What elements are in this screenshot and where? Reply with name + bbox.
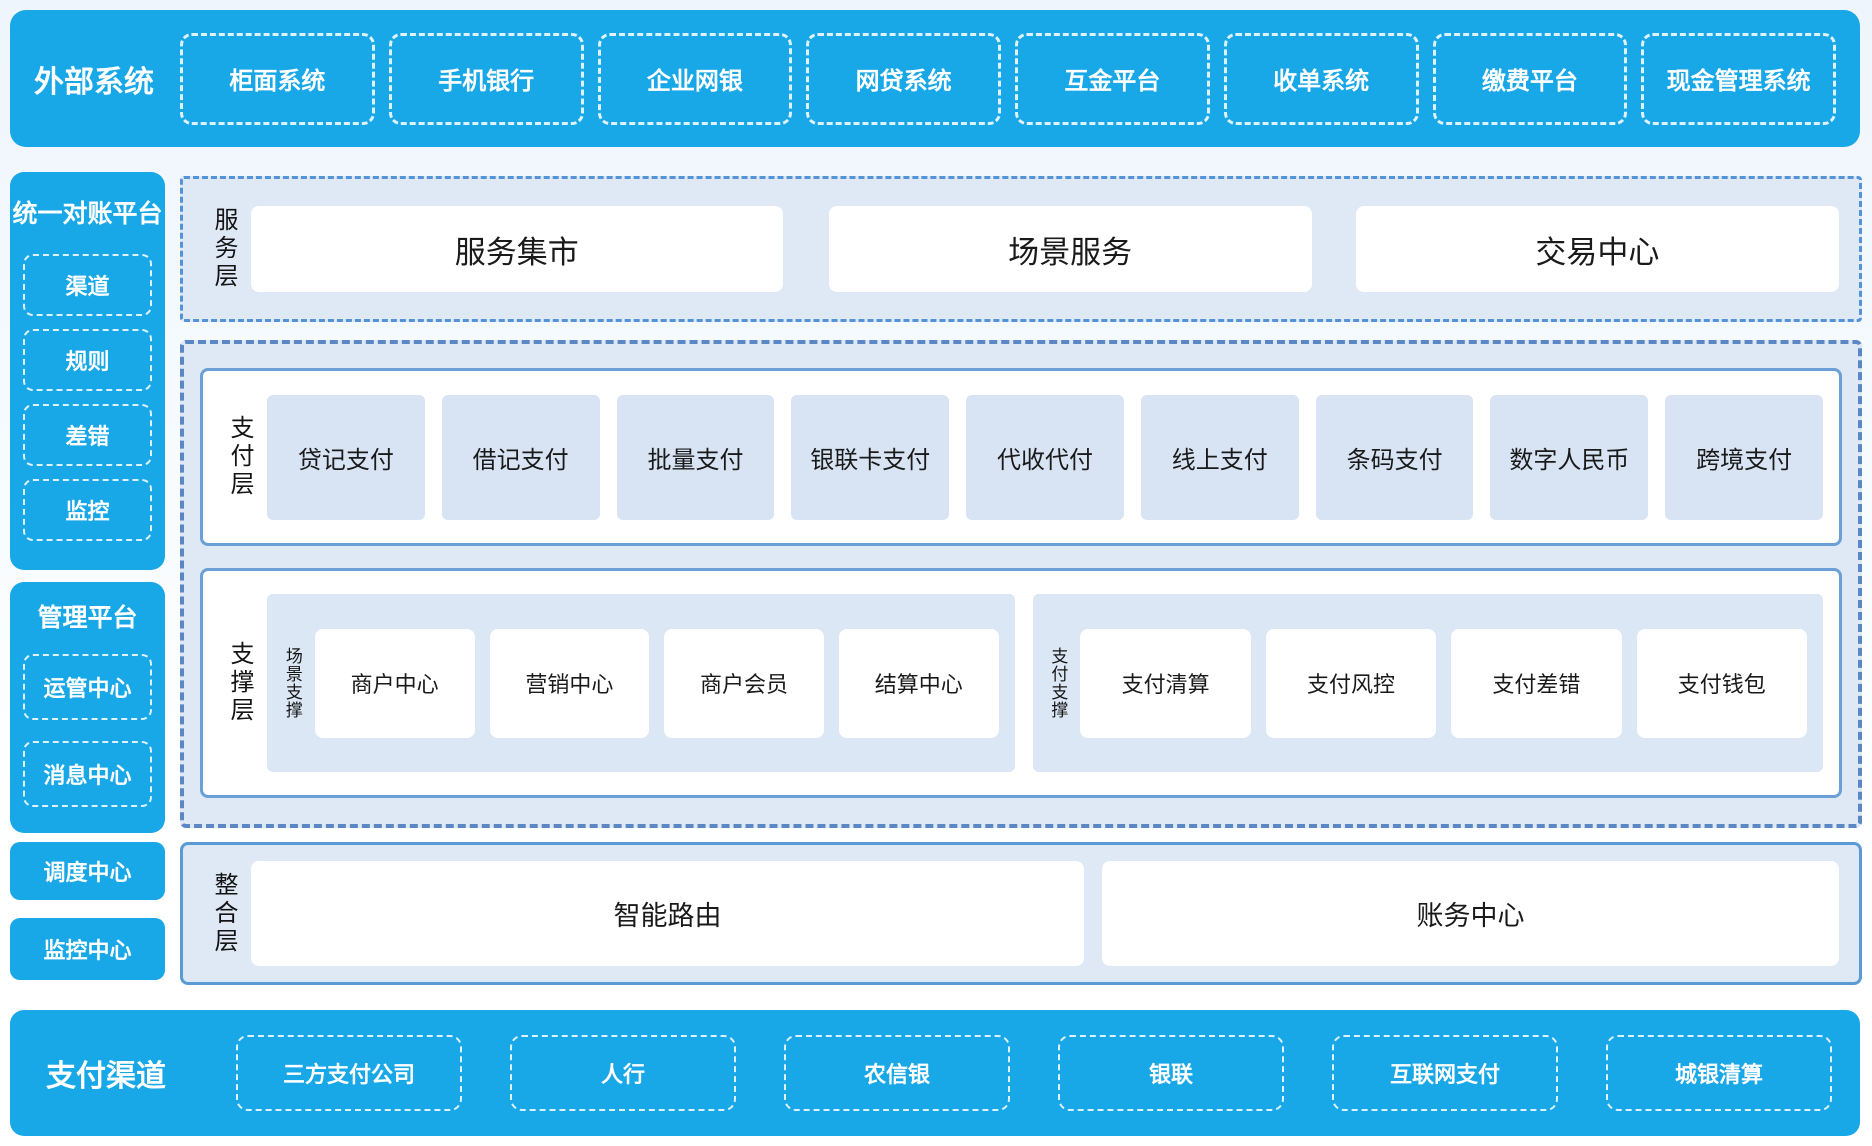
payment-channels-title: 支付渠道 <box>46 1060 166 1093</box>
external-system-item: 手机银行 <box>388 32 584 125</box>
monitor-center-block: 监控中心 <box>10 918 165 980</box>
integration-layer-section: 整合层 智能路由 账务中心 <box>180 842 1862 985</box>
sidebar-item: 差错 <box>23 404 152 466</box>
support-item: 支付钱包 <box>1636 628 1807 738</box>
scene-support-label: 场景支撑 <box>282 647 302 719</box>
sidebar-item: 消息中心 <box>23 741 152 807</box>
reconciliation-platform-block: 统一对账平台 渠道 规则 差错 监控 <box>10 172 165 570</box>
support-item: 支付差错 <box>1451 628 1622 738</box>
payment-item: 代收代付 <box>966 394 1124 520</box>
payment-layer-label: 支付层 <box>226 415 253 499</box>
support-item: 支付清算 <box>1080 628 1251 738</box>
integration-item: 智能路由 <box>251 861 1084 966</box>
support-item: 营销中心 <box>489 628 650 738</box>
external-system-item: 现金管理系统 <box>1641 32 1836 125</box>
payment-item: 跨境支付 <box>1665 394 1824 520</box>
dispatch-center-block: 调度中心 <box>10 842 165 900</box>
external-system-item: 缴费平台 <box>1432 32 1628 125</box>
payment-channel-item: 三方支付公司 <box>236 1035 462 1111</box>
service-item: 服务集市 <box>251 206 783 292</box>
payment-support-group: 支付支撑 支付清算 支付风控 支付差错 支付钱包 <box>1032 594 1823 772</box>
support-layer-section: 支撑层 场景支撑 商户中心 营销中心 商户会员 结算中心 支付支撑 支付清算 支… <box>200 568 1842 798</box>
external-system-item: 互金平台 <box>1015 32 1210 125</box>
support-item: 结算中心 <box>838 628 999 738</box>
external-systems-bar: 外部系统 柜面系统 手机银行 企业网银 网贷系统 互金平台 收单系统 缴费平台 … <box>10 10 1860 147</box>
payment-channel-item: 互联网支付 <box>1332 1035 1558 1111</box>
support-item: 商户中心 <box>314 628 475 738</box>
payment-channel-item: 农信银 <box>784 1035 1010 1111</box>
payment-channel-item: 人行 <box>510 1035 736 1111</box>
core-layers-container: 支付层 贷记支付 借记支付 批量支付 银联卡支付 代收代付 线上支付 条码支付 … <box>180 340 1862 828</box>
reconciliation-platform-title: 统一对账平台 <box>12 200 163 228</box>
service-item: 场景服务 <box>828 206 1312 292</box>
payment-layer-section: 支付层 贷记支付 借记支付 批量支付 银联卡支付 代收代付 线上支付 条码支付 … <box>200 368 1842 546</box>
support-item: 支付风控 <box>1265 628 1437 738</box>
management-platform-block: 管理平台 运管中心 消息中心 <box>10 582 165 833</box>
integration-item: 账务中心 <box>1101 861 1839 966</box>
payment-item: 银联卡支付 <box>791 394 950 520</box>
service-item: 交易中心 <box>1355 206 1839 292</box>
external-systems-items: 柜面系统 手机银行 企业网银 网贷系统 互金平台 收单系统 缴费平台 现金管理系… <box>180 32 1836 125</box>
sidebar-item: 渠道 <box>23 254 152 316</box>
management-platform-title: 管理平台 <box>37 604 138 632</box>
payment-channel-item: 银联 <box>1058 1035 1284 1111</box>
external-system-item: 收单系统 <box>1223 32 1419 125</box>
external-systems-title: 外部系统 <box>34 65 154 99</box>
payment-support-label: 支付支撑 <box>1048 647 1068 719</box>
scene-support-group: 场景支撑 商户中心 营销中心 商户会员 结算中心 <box>267 594 1015 772</box>
payment-item: 借记支付 <box>441 394 600 520</box>
payment-channel-item: 城银清算 <box>1606 1035 1832 1111</box>
payment-item: 条码支付 <box>1315 394 1474 520</box>
payment-channels-items: 三方支付公司 人行 农信银 银联 互联网支付 城银清算 <box>236 1035 1832 1111</box>
service-layer-section: 服务层 服务集市 场景服务 交易中心 <box>180 176 1862 322</box>
sidebar-item: 监控 <box>23 479 152 541</box>
payment-item: 数字人民币 <box>1490 394 1649 520</box>
integration-layer-label: 整合层 <box>210 871 237 956</box>
sidebar-item: 规则 <box>23 329 152 391</box>
payment-item: 线上支付 <box>1140 394 1299 520</box>
payment-channels-bar: 支付渠道 三方支付公司 人行 农信银 银联 互联网支付 城银清算 <box>10 1010 1860 1136</box>
support-layer-label: 支撑层 <box>226 641 253 725</box>
external-system-item: 柜面系统 <box>180 32 375 125</box>
external-system-item: 企业网银 <box>597 32 793 125</box>
payment-item: 批量支付 <box>616 394 775 520</box>
service-layer-label: 服务层 <box>210 207 237 291</box>
payment-item: 贷记支付 <box>267 394 425 520</box>
external-system-item: 网贷系统 <box>806 32 1001 125</box>
support-item: 商户会员 <box>664 628 824 738</box>
sidebar-item: 运管中心 <box>23 654 152 720</box>
